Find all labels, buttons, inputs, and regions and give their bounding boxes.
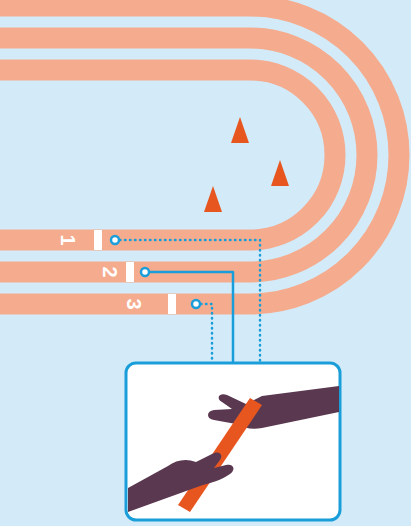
running-track (0, 6, 399, 304)
lane-number: 3 (124, 298, 144, 309)
handoff-panel (126, 363, 340, 520)
start-line (94, 230, 102, 250)
start-line (168, 294, 176, 314)
lane-dot (192, 300, 200, 308)
dotted-leader (201, 304, 212, 363)
lane-number: 2 (100, 266, 120, 277)
lane-three (0, 6, 399, 304)
solid-leader (150, 272, 233, 363)
cone (271, 160, 289, 186)
lower-arm (128, 452, 233, 512)
cone (204, 186, 222, 212)
dotted-leader (120, 240, 260, 363)
leader-lines (111, 236, 260, 363)
lane-dot (141, 268, 149, 276)
start-line (126, 262, 134, 282)
upper-arm (208, 386, 339, 429)
lane-dot (111, 236, 119, 244)
baton-handoff (128, 386, 339, 512)
lane-one (0, 70, 335, 240)
cone (231, 117, 249, 143)
cones (204, 117, 289, 212)
lane-number: 1 (58, 234, 78, 245)
lane-two (0, 38, 367, 272)
